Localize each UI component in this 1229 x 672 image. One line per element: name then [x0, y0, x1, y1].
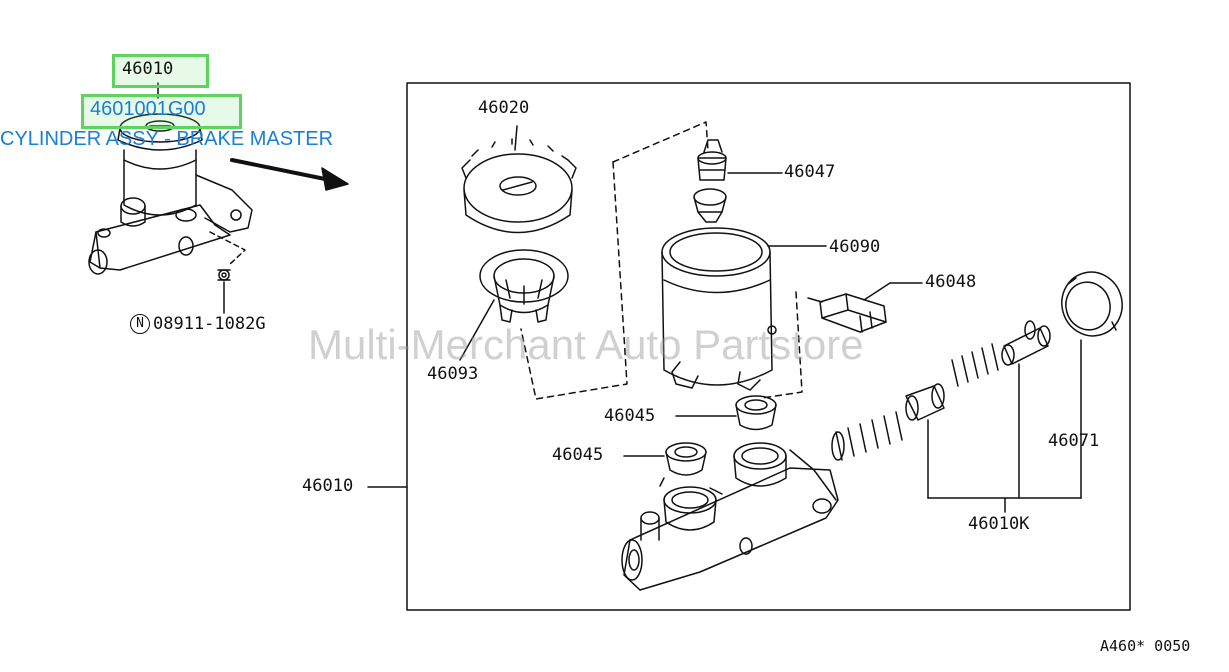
part-number-label[interactable]: 4601001G00	[90, 98, 206, 120]
reservoir-cap-46020-drawing[interactable]	[461, 125, 577, 234]
fastener-number: 08911-1082G	[153, 314, 266, 334]
bushing-46047-drawing[interactable]	[693, 139, 783, 223]
reservoir-tank-46090-drawing[interactable]	[661, 227, 827, 391]
label-46010k[interactable]: 46010K	[968, 514, 1030, 534]
ref-number-label: 46010	[122, 59, 174, 79]
label-46047[interactable]: 46047	[784, 162, 836, 182]
diagram-code: A460* 0050	[1100, 637, 1191, 655]
grommet-46045-lower-drawing[interactable]	[623, 442, 707, 476]
seal-ring-46071-drawing[interactable]	[1055, 265, 1130, 342]
assembly-guide-lines	[520, 121, 803, 400]
n-symbol-icon: N	[130, 314, 150, 334]
level-sensor-46048-drawing[interactable]	[807, 282, 923, 333]
label-46020[interactable]: 46020	[478, 98, 530, 118]
label-46093[interactable]: 46093	[427, 364, 479, 384]
overview-master-cylinder-drawing[interactable]	[88, 82, 253, 314]
watermark-text: Multi-Merchant Auto Partstore	[308, 321, 864, 368]
label-46048[interactable]: 46048	[925, 272, 977, 292]
part-number-callout-box[interactable]	[81, 94, 242, 129]
detail-frame	[406, 82, 1131, 611]
piston-kit-46010k-drawing[interactable]	[831, 320, 1082, 513]
pointer-arrow	[230, 158, 349, 191]
label-46090[interactable]: 46090	[829, 237, 881, 257]
ref-number-callout-box[interactable]	[112, 54, 209, 88]
part-description-label[interactable]: CYLINDER ASSY - BRAKE MASTER	[0, 128, 334, 150]
label-46045-lower[interactable]: 46045	[552, 445, 604, 465]
grommet-46045-upper-drawing[interactable]	[675, 395, 777, 431]
label-46071[interactable]: 46071	[1048, 431, 1100, 451]
strainer-46093-drawing[interactable]	[459, 249, 569, 361]
master-cylinder-body-46010-drawing[interactable]	[367, 442, 839, 591]
label-46010[interactable]: 46010	[302, 476, 354, 496]
label-46045-upper[interactable]: 46045	[604, 406, 656, 426]
